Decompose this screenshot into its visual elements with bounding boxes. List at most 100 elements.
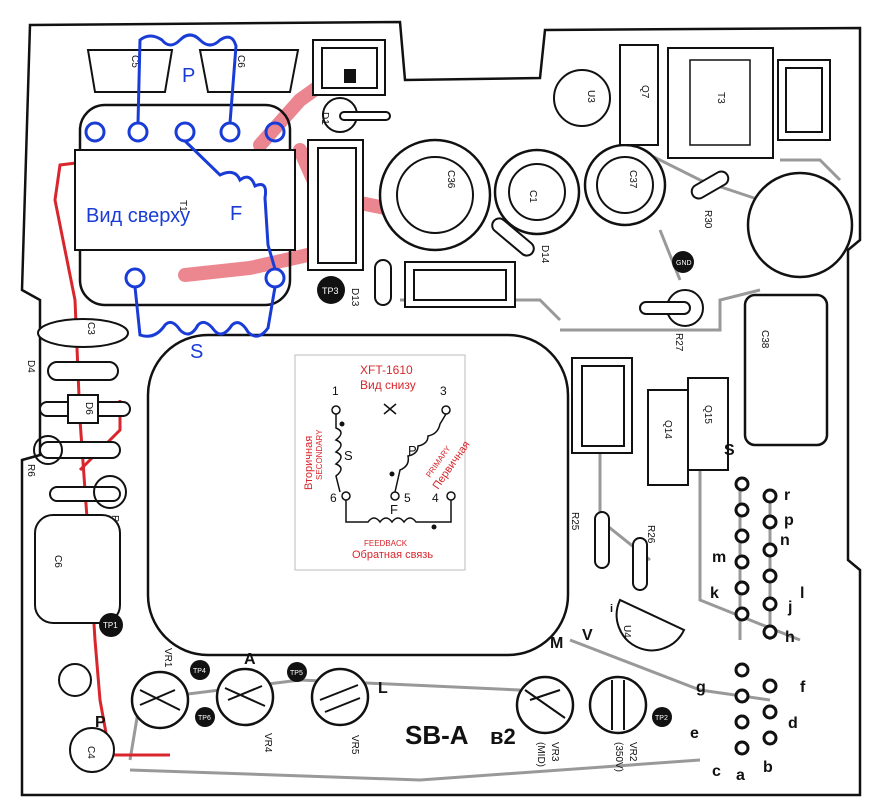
- pad-letter-m: m: [712, 549, 726, 566]
- pad-letter-f: f: [800, 679, 806, 696]
- inset-pin-1: 1: [332, 384, 339, 398]
- t3-transformer: T3: [667, 47, 774, 159]
- r30-label: R30: [702, 210, 713, 229]
- c1-cap: C1: [493, 148, 581, 236]
- d1-label: D1: [319, 112, 330, 125]
- pad-letter-e: e: [690, 725, 699, 742]
- vr1-label: VR1: [162, 648, 173, 668]
- u4-ic: U4: [615, 598, 686, 652]
- board-outline: [20, 20, 862, 797]
- mounting-hole-left: [58, 663, 92, 697]
- t1-label: T1: [177, 200, 188, 212]
- vr3-label: VR3: [549, 742, 560, 762]
- tp5-point: TP5: [287, 662, 307, 682]
- pad-array: [734, 476, 778, 756]
- pad-letter-L: L: [378, 680, 388, 697]
- right-top-connector: [777, 59, 831, 141]
- q15-transistor: Q15: [687, 377, 729, 471]
- feedback-top-label: F: [230, 203, 242, 225]
- r6-resistor: R6: [25, 435, 121, 477]
- bottom-mid-connector: [404, 261, 516, 308]
- inset-pin-6: 6: [330, 491, 337, 505]
- pad-letter-j: j: [787, 599, 792, 616]
- tp3-point: TP3: [317, 276, 345, 304]
- pad-letter-r: r: [784, 487, 790, 504]
- gnd-point: GND: [672, 251, 694, 273]
- tp2-label: TP2: [655, 715, 668, 722]
- r30-resistor: R30: [690, 170, 730, 229]
- r27-label: R27: [673, 333, 684, 352]
- board-label: SB-A: [405, 720, 469, 750]
- q14-transistor: Q14: [647, 389, 689, 486]
- c4-cap: C4: [69, 727, 115, 773]
- tp3-label: TP3: [322, 286, 339, 296]
- t1-transformer: T1: [74, 103, 296, 307]
- vr5-trimmer: VR5: [310, 667, 370, 755]
- c38-label: C38: [759, 330, 770, 349]
- tp5-label: TP5: [290, 670, 303, 677]
- pad-letter-S: S: [724, 442, 735, 459]
- d6-diode: D6: [39, 394, 131, 424]
- inset-subtitle: Вид снизу: [360, 378, 416, 392]
- tp6-label: TP6: [198, 715, 211, 722]
- c1-label: C1: [527, 190, 538, 203]
- c36-label: C36: [445, 170, 456, 189]
- inset-pin-5: 5: [404, 491, 411, 505]
- d13-label: D13: [349, 288, 360, 307]
- tp4-point: TP4: [190, 660, 210, 680]
- pad-letters: A L M V P S r p n m k l j h g f e d c b …: [95, 442, 806, 784]
- d14-label: D14: [539, 245, 550, 264]
- board-version: в2: [490, 724, 516, 749]
- top-connector: [312, 39, 386, 96]
- pad-letter-k: k: [710, 585, 719, 602]
- pad-letter-V: V: [582, 627, 593, 644]
- d13-diode: D13: [349, 259, 392, 307]
- vr4-label: VR4: [262, 733, 273, 753]
- vr5-label: VR5: [349, 735, 360, 755]
- r26-label: R26: [645, 525, 656, 544]
- gnd-label: GND: [676, 260, 692, 267]
- tp2-point: TP2: [652, 707, 672, 727]
- pad-letter-g: g: [696, 679, 706, 696]
- q7-label: Q7: [639, 85, 650, 99]
- d1-diode: D1: [319, 97, 391, 133]
- inset-panel: XFT-1610 Вид снизу 1 3 6 5 4 S P F SECON…: [294, 354, 473, 571]
- c4-label: C4: [85, 746, 96, 759]
- inset-title: XFT-1610: [360, 363, 413, 377]
- vr2-sub: (350V): [613, 742, 624, 772]
- d4-diode: D4: [25, 360, 119, 381]
- q15-label: Q15: [702, 405, 713, 424]
- vr1-trimmer: VR1: [130, 648, 190, 730]
- q7-transistor: Q7: [619, 44, 659, 146]
- inset-coil-s: S: [344, 448, 353, 463]
- vr2-trimmer: VR2 (350V): [588, 675, 648, 772]
- r25-resistor: R25: [569, 511, 610, 569]
- inset-pin-3: 3: [440, 384, 447, 398]
- c38-cap: C38: [743, 293, 829, 447]
- d4-label: D4: [25, 360, 36, 373]
- mid-connector: [307, 139, 364, 271]
- c37-label: C37: [627, 170, 638, 189]
- vr2-label: VR2: [627, 742, 638, 762]
- c5-cap: C5: [86, 49, 174, 93]
- mounting-hole-right: [746, 171, 854, 279]
- pad-letter-c: c: [712, 763, 721, 780]
- d14-diode: D14: [491, 217, 550, 264]
- inset-coil-f: F: [390, 502, 398, 517]
- u4-label: U4: [621, 625, 632, 638]
- inset-feedback-en: FEEDBACK: [364, 539, 408, 548]
- c37-cap: C37: [583, 143, 667, 227]
- c3-label: C3: [85, 322, 96, 335]
- pad-letter-l: l: [800, 585, 804, 602]
- pad-letter-h: h: [785, 629, 795, 646]
- secondary-top-label: S: [190, 341, 203, 363]
- vr4-trimmer: VR4: [215, 667, 275, 753]
- inset-secondary-ru: Вторичная: [303, 436, 315, 490]
- top-view-label: Вид сверху: [86, 205, 190, 227]
- pad-letter-n: n: [780, 532, 790, 549]
- q14-label: Q14: [662, 420, 673, 439]
- tp1-point: TP1: [99, 613, 123, 637]
- d6-label: D6: [83, 402, 94, 415]
- r26-resistor: R26: [632, 525, 656, 591]
